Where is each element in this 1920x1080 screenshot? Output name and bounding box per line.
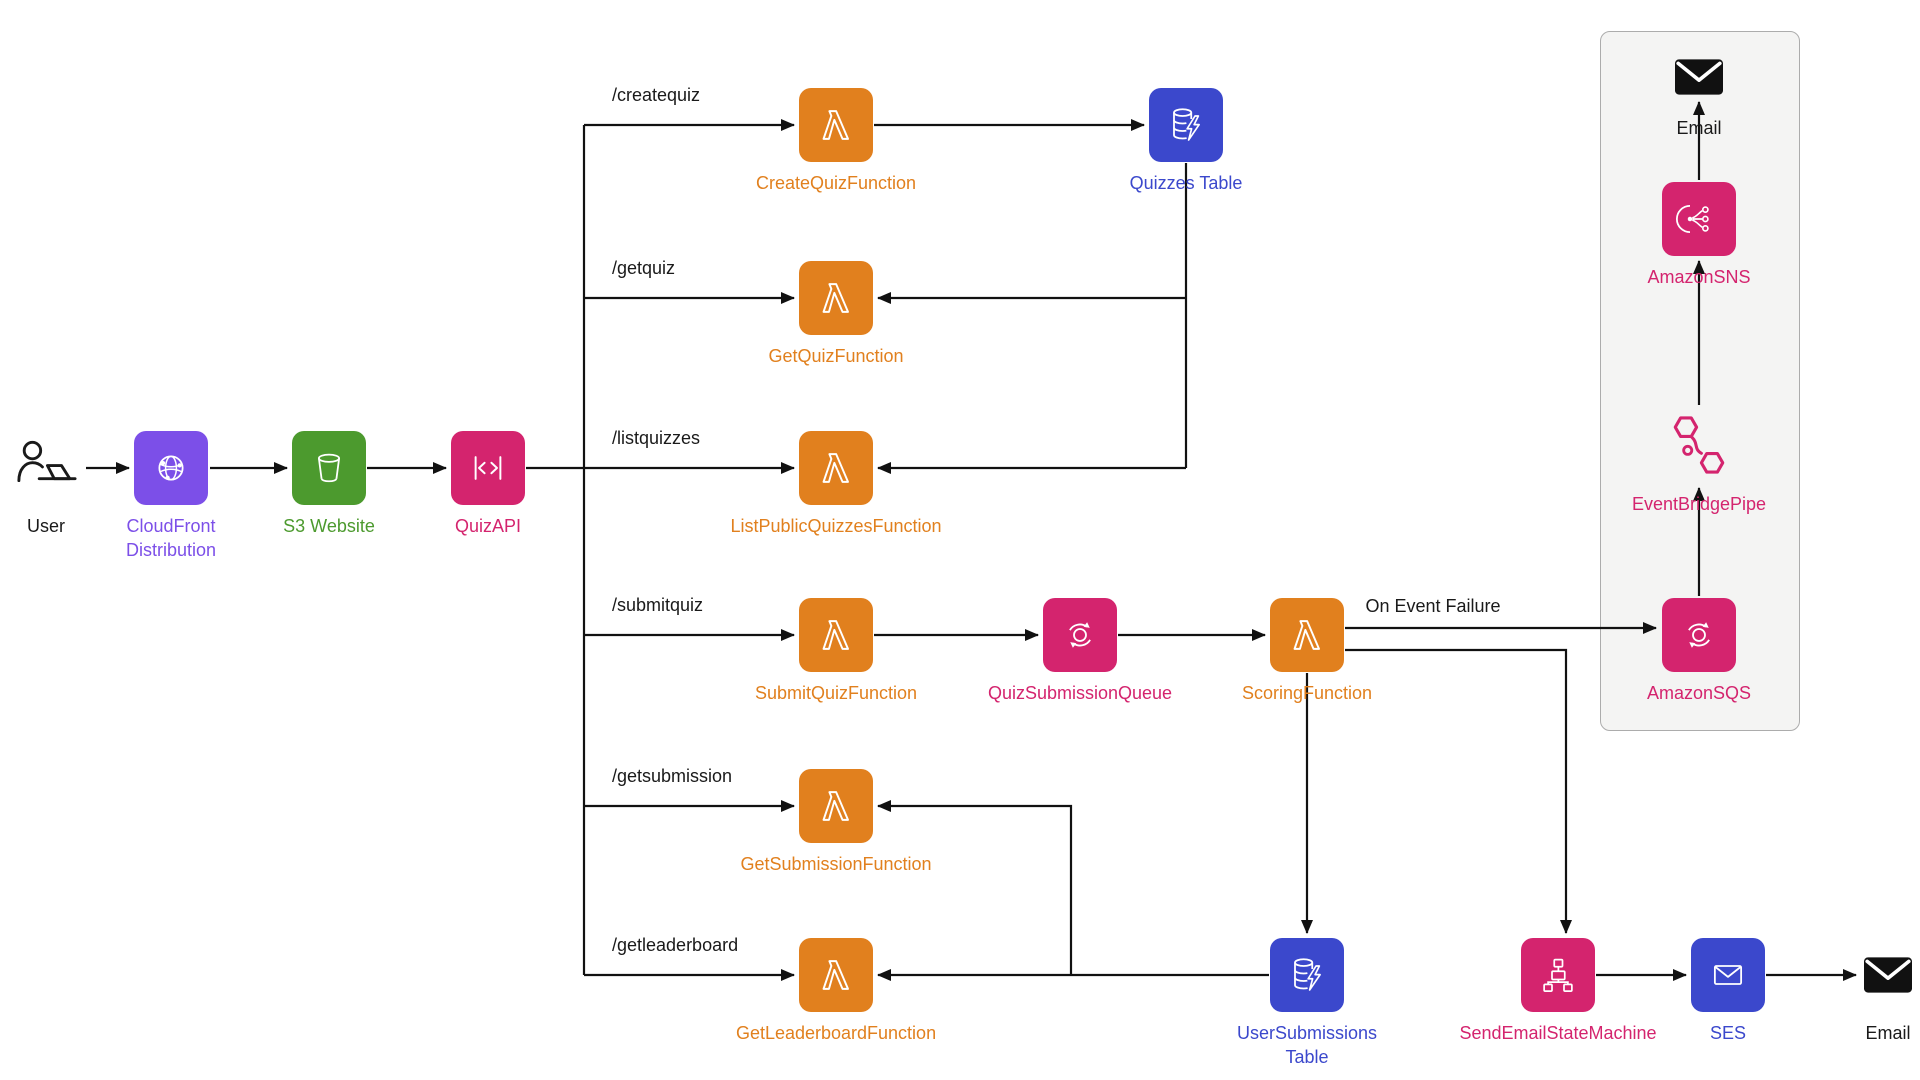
node-s3-website: S3 Website <box>229 431 429 538</box>
email-envelope-icon <box>1862 955 1914 995</box>
sqs-queue-icon <box>1043 598 1117 672</box>
s3-label: S3 Website <box>283 516 375 536</box>
node-ses: SES <box>1628 938 1828 1045</box>
list-quizzes-function-label: ListPublicQuizzesFunction <box>730 516 942 536</box>
node-quizzes-table: Quizzes Table <box>1086 88 1286 195</box>
node-user-submissions-table: UserSubmissions Table <box>1207 938 1407 1070</box>
ses-label: SES <box>1709 1023 1747 1043</box>
dynamodb-icon <box>1270 938 1344 1012</box>
api-gateway-icon <box>451 431 525 505</box>
quizzes-table-label: Quizzes Table <box>1129 173 1243 193</box>
quizapi-label: QuizAPI <box>454 516 522 536</box>
node-email-top: Email <box>1599 40 1799 140</box>
cloudfront-icon <box>134 431 208 505</box>
node-cloudfront: CloudFront Distribution <box>71 431 271 563</box>
scoring-function-label: ScoringFunction <box>1241 683 1373 703</box>
user-submissions-table-label: UserSubmissions Table <box>1236 1023 1378 1068</box>
route-getsubmission: /getsubmission <box>612 766 733 786</box>
node-get-leaderboard-function: GetLeaderboardFunction <box>736 938 936 1045</box>
lambda-icon <box>799 88 873 162</box>
on-event-failure-label: On Event Failure <box>1365 596 1501 616</box>
node-create-quiz-function: CreateQuizFunction <box>736 88 936 195</box>
node-email-out: Email <box>1788 938 1920 1045</box>
route-getquiz: /getquiz <box>612 258 676 278</box>
node-get-quiz-function: GetQuizFunction <box>736 261 936 368</box>
lambda-icon <box>799 938 873 1012</box>
get-quiz-function-label: GetQuizFunction <box>768 346 904 366</box>
user-label: User <box>26 516 65 536</box>
route-submitquiz: /submitquiz <box>612 595 704 615</box>
node-send-email-state-machine: SendEmailStateMachine <box>1458 938 1658 1045</box>
lambda-icon <box>1270 598 1344 672</box>
sns-icon <box>1662 182 1736 256</box>
lambda-icon <box>799 769 873 843</box>
lambda-icon <box>799 261 873 335</box>
node-submit-quiz-function: SubmitQuizFunction <box>736 598 936 705</box>
sqs-icon <box>1662 598 1736 672</box>
node-scoring-function: ScoringFunction <box>1207 598 1407 705</box>
node-list-quizzes-function: ListPublicQuizzesFunction <box>730 431 942 538</box>
node-quizapi: QuizAPI <box>388 431 588 538</box>
email-envelope-icon <box>1673 57 1725 97</box>
email-out-label: Email <box>1865 1023 1911 1043</box>
create-quiz-function-label: CreateQuizFunction <box>755 173 917 193</box>
node-eventbridge-pipe: EventBridgePipe <box>1599 407 1799 516</box>
amazon-sqs-label: AmazonSQS <box>1646 683 1752 703</box>
submit-quiz-function-label: SubmitQuizFunction <box>754 683 918 703</box>
amazon-sns-label: AmazonSNS <box>1647 267 1751 287</box>
step-functions-icon <box>1521 938 1595 1012</box>
cloudfront-label: CloudFront Distribution <box>125 516 217 561</box>
dynamodb-icon <box>1149 88 1223 162</box>
ses-icon <box>1691 938 1765 1012</box>
eventbridge-pipe-icon <box>1661 407 1737 483</box>
node-user: User <box>0 431 92 538</box>
send-email-state-machine-label: SendEmailStateMachine <box>1459 1023 1657 1043</box>
lambda-icon <box>799 431 873 505</box>
node-quiz-submission-queue: QuizSubmissionQueue <box>980 598 1180 705</box>
email-top-label: Email <box>1676 118 1722 138</box>
quiz-submission-queue-label: QuizSubmissionQueue <box>987 683 1173 703</box>
get-submission-function-label: GetSubmissionFunction <box>740 854 932 874</box>
route-createquiz: /createquiz <box>612 85 701 105</box>
node-amazon-sqs: AmazonSQS <box>1599 598 1799 705</box>
node-get-submission-function: GetSubmissionFunction <box>736 769 936 876</box>
route-listquizzes: /listquizzes <box>612 428 701 448</box>
s3-bucket-icon <box>292 431 366 505</box>
route-getleaderboard: /getleaderboard <box>612 935 739 955</box>
eventbridge-pipe-label: EventBridgePipe <box>1631 494 1767 514</box>
get-leaderboard-function-label: GetLeaderboardFunction <box>735 1023 937 1043</box>
lambda-icon <box>799 598 873 672</box>
node-amazon-sns: AmazonSNS <box>1599 182 1799 289</box>
